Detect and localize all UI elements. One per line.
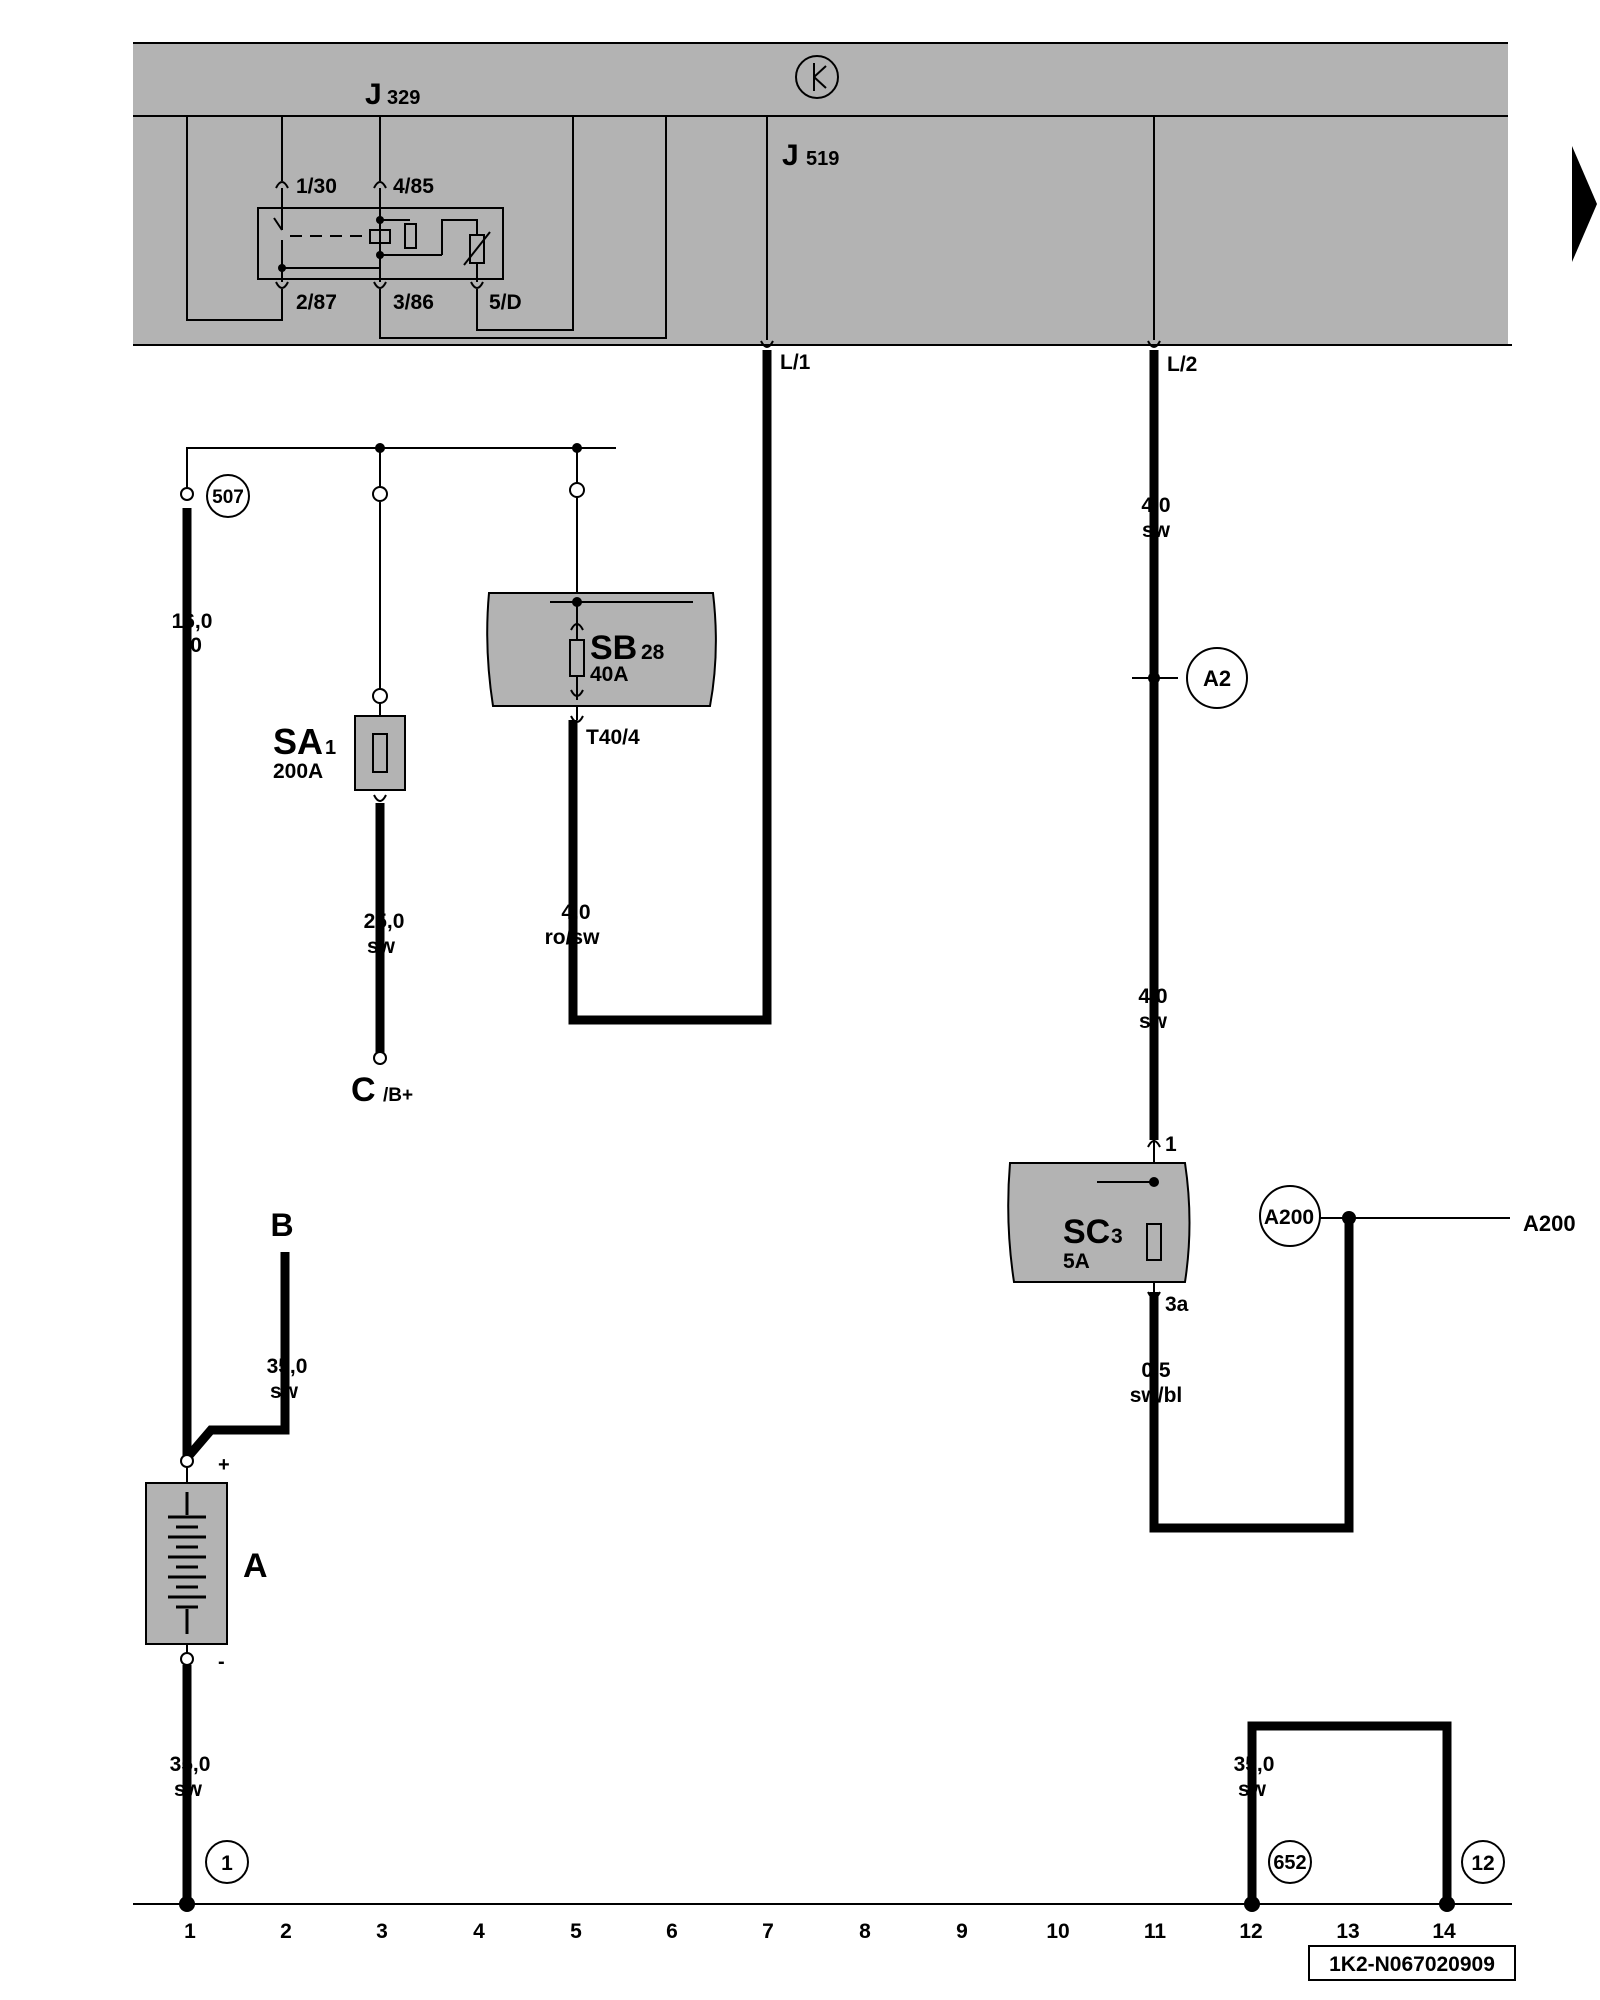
- wire-size-label: 4,0: [1141, 494, 1170, 517]
- wire-size-label: 4,0: [561, 901, 590, 924]
- connector-circles: [205, 474, 1505, 1884]
- wire-size-label: 4,0: [1138, 985, 1167, 1008]
- sa1-sub: 1: [325, 737, 336, 759]
- track-number: 4: [473, 1920, 485, 1943]
- terminal-points: [180, 482, 585, 1666]
- track-number: 2: [280, 1920, 292, 1943]
- track-numbers: 1 2 3 4 5 6 7 8 9 10 11 12 13 14: [184, 1920, 1456, 1943]
- pin-t40-4: T40/4: [586, 726, 640, 749]
- pin-5-d: 5/D: [489, 291, 522, 314]
- pin-l2: L/2: [1167, 353, 1197, 376]
- connector-12: 12: [1471, 1852, 1494, 1875]
- track-number: 7: [762, 1920, 774, 1943]
- relay-j329: [186, 116, 667, 339]
- diagram-id: 1K2-N067020909: [1329, 1953, 1495, 1976]
- sb28-rating: 40A: [590, 663, 629, 686]
- track-number: 5: [570, 1920, 582, 1943]
- diagram-id-box: [1308, 1945, 1516, 1981]
- control-module-j519: [133, 43, 1508, 345]
- wire-color-label: r0: [182, 634, 202, 657]
- track-number: 1: [184, 1920, 196, 1943]
- j329-sub: 329: [387, 87, 420, 109]
- wire-size-label: 35,0: [170, 1753, 211, 1776]
- track-number: 12: [1239, 1920, 1262, 1943]
- starter-c-label: C: [351, 1071, 376, 1109]
- wire-color-label: sw: [270, 1380, 299, 1403]
- track-number: 13: [1336, 1920, 1359, 1943]
- track-number: 10: [1046, 1920, 1069, 1943]
- wire-color-label: sw: [1142, 519, 1171, 542]
- continuation-arrow-icon: [1572, 146, 1597, 262]
- track-number: 8: [859, 1920, 871, 1943]
- sa1-rating: 200A: [273, 760, 323, 783]
- battery-plus: +: [218, 1454, 230, 1476]
- battery-minus: -: [218, 1651, 225, 1673]
- connector-a200: A200: [1264, 1206, 1314, 1229]
- fuse-sa1: [354, 700, 406, 802]
- connector-652: 652: [1273, 1852, 1306, 1874]
- wire-size-label: 16,0: [172, 610, 213, 633]
- wire-color-label: sw: [1238, 1778, 1267, 1801]
- connector-a2: A2: [1203, 666, 1231, 691]
- wire-labels: 16,0 r0 25,0 sw 4,0 ro/sw 4,0 sw 4,0 sw …: [170, 494, 1275, 1801]
- starter-c-sub: /B+: [383, 1085, 413, 1106]
- sc3-label: SC: [1063, 1213, 1110, 1251]
- sa1-label: SA: [273, 721, 323, 762]
- wire-color-label: ro/sw: [545, 926, 601, 949]
- track-number: 3: [376, 1920, 388, 1943]
- connector-507: 507: [212, 487, 244, 508]
- track-number: 14: [1432, 1920, 1456, 1943]
- pin-2-87: 2/87: [296, 291, 337, 314]
- b-label: B: [270, 1207, 293, 1243]
- sb28-label: SB: [590, 629, 637, 667]
- battery-a: [145, 1466, 228, 1654]
- pin-3-86: 3/86: [393, 291, 434, 314]
- thin-wires: [186, 447, 1510, 1292]
- wire-color-label: sw: [174, 1778, 203, 1801]
- connector-a200-ref: A200: [1523, 1211, 1576, 1236]
- j329-label: J: [365, 78, 382, 111]
- track-number: 9: [956, 1920, 968, 1943]
- pin-1-30: 1/30: [296, 175, 337, 198]
- wire-size-label: 35,0: [1234, 1753, 1275, 1776]
- wire-color-label: sw: [367, 935, 396, 958]
- j519-sub: 519: [806, 148, 839, 170]
- wire-color-label: sw/bl: [1130, 1384, 1183, 1407]
- fuse-box-sc3: [1007, 1140, 1191, 1299]
- connector-1: 1: [221, 1852, 233, 1875]
- fuse-box-sb28: [486, 592, 717, 707]
- sc3-rating: 5A: [1063, 1250, 1090, 1273]
- sc3-pin-3a: 3a: [1165, 1293, 1189, 1316]
- sc3-sub: 3: [1111, 1225, 1123, 1248]
- wire-size-label: 0,5: [1141, 1359, 1171, 1382]
- pin-4-85: 4/85: [393, 175, 434, 198]
- thick-wires: [182, 350, 1452, 1902]
- wire-size-label: 25,0: [364, 910, 405, 933]
- track-number: 6: [666, 1920, 678, 1943]
- sb28-sub: 28: [641, 641, 665, 664]
- sc3-pin-1: 1: [1165, 1133, 1177, 1156]
- wire-color-label: sw: [1139, 1010, 1168, 1033]
- relay-pin-arrows: [275, 181, 484, 289]
- ground-symbol-icon: [795, 55, 839, 99]
- wire-size-label: 35,0: [267, 1355, 308, 1378]
- j519-label: J: [782, 139, 799, 172]
- battery-label: A: [243, 1547, 268, 1585]
- pin-l1: L/1: [780, 351, 811, 374]
- track-number: 11: [1144, 1920, 1167, 1943]
